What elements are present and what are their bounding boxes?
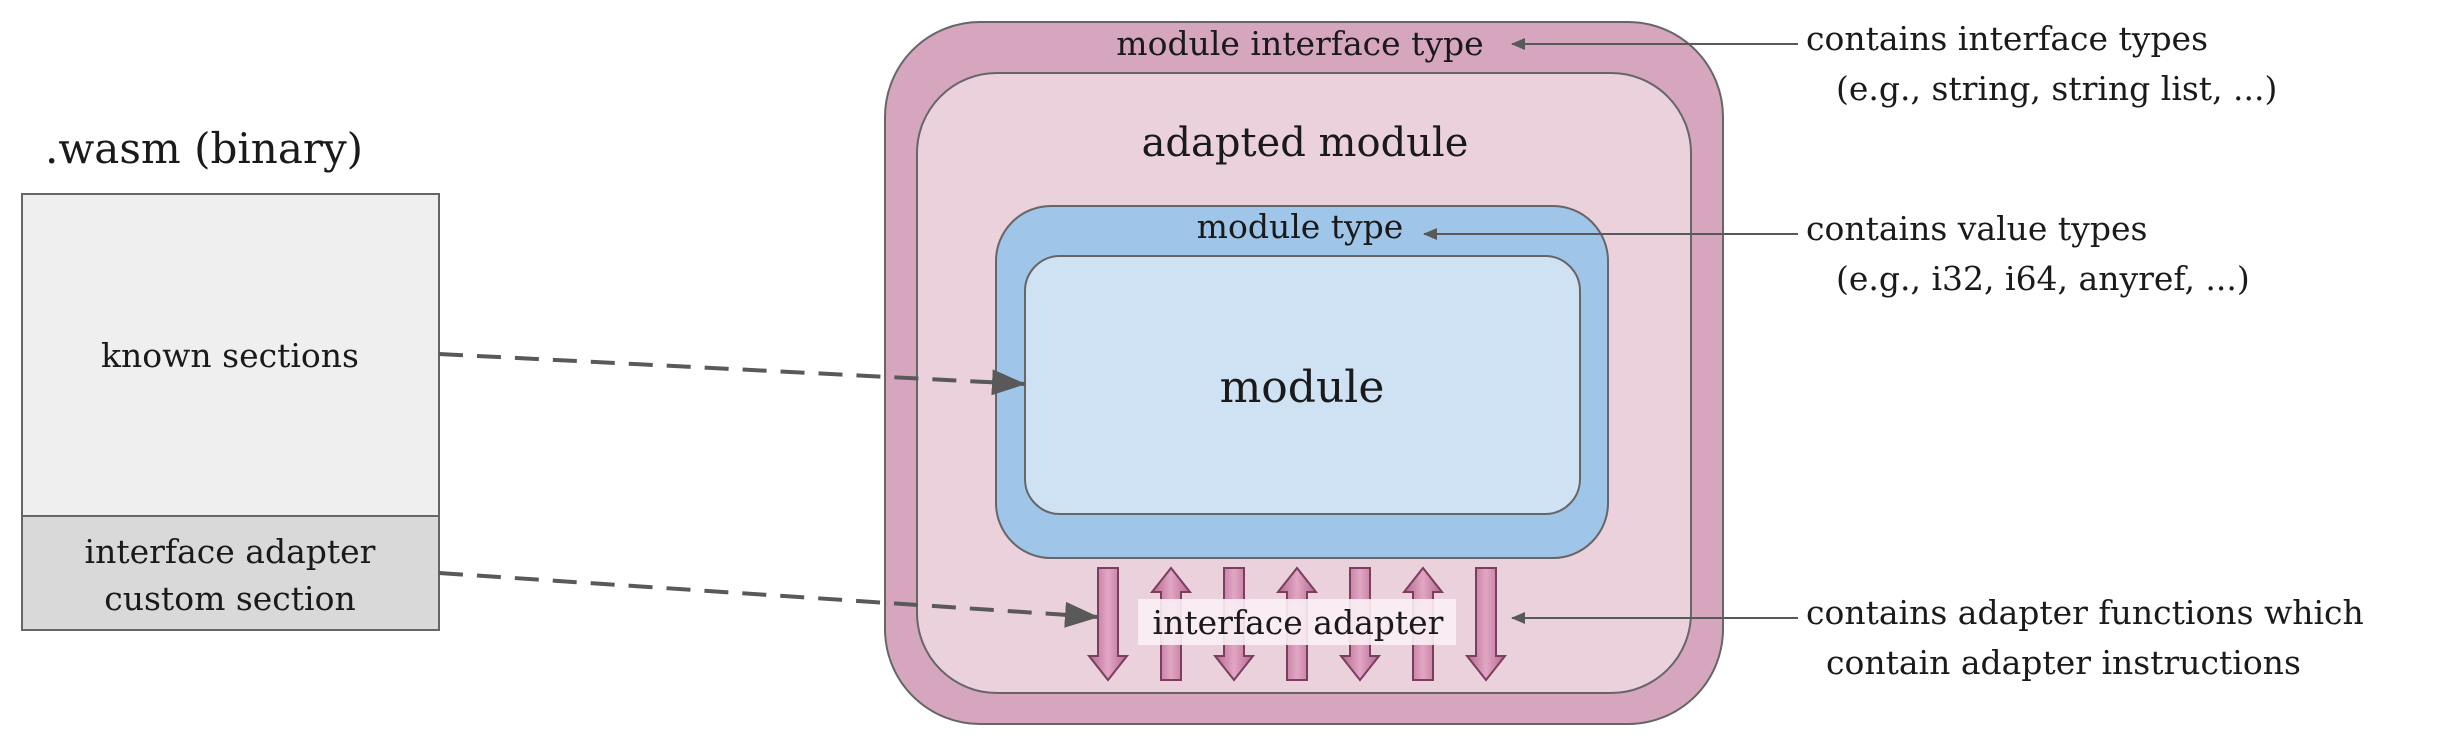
module-interface-type-label: module interface type xyxy=(1116,24,1483,63)
custom-section-label-line1: interface adapter xyxy=(85,532,376,571)
adapted-module-title: adapted module xyxy=(1142,120,1469,166)
known-sections-box xyxy=(21,193,440,517)
interface-adapter-label-bg xyxy=(1138,599,1456,645)
wasm-binary-title: .wasm (binary) xyxy=(45,124,363,173)
interface-types-annotation-line1: contains interface types xyxy=(1806,19,2208,58)
value-types-annotation-line2: (e.g., i32, i64, anyref, ...) xyxy=(1836,259,2250,298)
known-sections-to-module-arrow xyxy=(438,352,1026,396)
known-sections-label: known sections xyxy=(101,336,359,375)
custom-section-to-adapter-arrow xyxy=(438,571,1099,628)
interface-types-annotation-line2: (e.g., string, string list, ...) xyxy=(1836,69,2277,108)
interface-adapter-label: interface adapter xyxy=(1153,603,1444,642)
module-type-label: module type xyxy=(1197,207,1404,246)
adapter-functions-annotation-line1: contains adapter functions which xyxy=(1806,593,2364,632)
custom-section-box xyxy=(21,515,440,631)
module-label: module xyxy=(1220,362,1385,413)
custom-section-label-line2: custom section xyxy=(104,579,355,618)
value-types-annotation-line1: contains value types xyxy=(1806,209,2147,248)
adapter-functions-annotation-line2: contain adapter instructions xyxy=(1826,643,2301,682)
adapter-arrow-down-icon xyxy=(1086,567,1130,682)
adapter-arrow-down-icon xyxy=(1464,567,1508,682)
